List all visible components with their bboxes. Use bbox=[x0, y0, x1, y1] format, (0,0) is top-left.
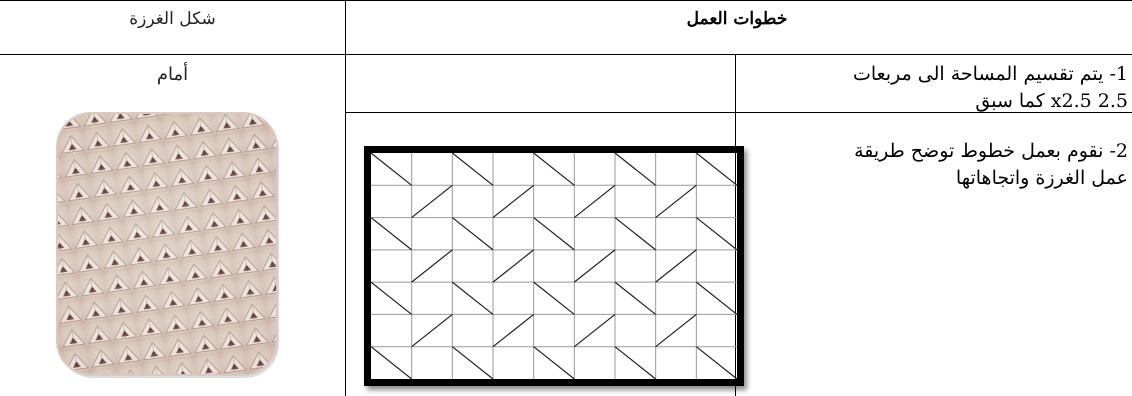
stitch-diagonal bbox=[615, 218, 656, 250]
stitch-diagonal bbox=[696, 153, 737, 185]
grid-frame bbox=[368, 150, 741, 383]
header-bottom-rule bbox=[0, 54, 1132, 55]
stitch-diagonal bbox=[534, 218, 575, 250]
stitch-diagonal bbox=[696, 218, 737, 250]
stitch-diagonal bbox=[615, 282, 656, 314]
column-divider-main bbox=[345, 0, 346, 396]
stitch-diagonal bbox=[656, 314, 697, 346]
stitch-diagonal bbox=[696, 347, 737, 379]
stitch-diagonal bbox=[452, 347, 493, 379]
fabric-stitch-image bbox=[54, 110, 280, 378]
stitch-diagonal bbox=[493, 250, 534, 282]
stitch-diagonal bbox=[493, 314, 534, 346]
step-2-text: 2- نقوم بعمل خطوط توضح طريقة عمل الغرزة … bbox=[740, 138, 1128, 192]
step-1-line-1: 1- يتم تقسيم المساحة الى مربعات bbox=[740, 61, 1128, 88]
stitch-diagonal bbox=[534, 347, 575, 379]
stitch-diagonal bbox=[371, 153, 412, 185]
stitch-diagonal bbox=[574, 250, 615, 282]
stitch-diagonal bbox=[452, 282, 493, 314]
stitch-diagonal bbox=[656, 250, 697, 282]
stitch-diagonal bbox=[493, 185, 534, 217]
header-steps-title: خطوات العمل bbox=[346, 4, 1128, 34]
step-1-text: 1- يتم تقسيم المساحة الى مربعات 2.5 x2.5… bbox=[740, 61, 1128, 115]
stitch-diagonal bbox=[371, 347, 412, 379]
stitch-diagonal bbox=[452, 218, 493, 250]
stitch-diagonal bbox=[534, 282, 575, 314]
step-2-line-2: عمل الغرزة واتجاهاتها bbox=[740, 165, 1128, 192]
stitch-diagonal bbox=[656, 185, 697, 217]
stitch-diagonal bbox=[412, 185, 453, 217]
stitch-diagonal bbox=[615, 153, 656, 185]
step-2-line-1: 2- نقوم بعمل خطوط توضح طريقة bbox=[740, 138, 1128, 165]
stitch-grid-svg bbox=[364, 146, 744, 386]
stitch-diagonal bbox=[534, 153, 575, 185]
stitch-diagonal bbox=[412, 314, 453, 346]
stitch-diagonal bbox=[574, 185, 615, 217]
fabric-stitch-svg bbox=[54, 110, 280, 378]
table-top-border bbox=[0, 0, 1132, 1]
stitch-diagonal bbox=[412, 250, 453, 282]
stitch-diagonal bbox=[371, 282, 412, 314]
step-1-line-2: 2.5 x2.5 كما سبق bbox=[740, 88, 1128, 115]
stitch-diagonal bbox=[696, 282, 737, 314]
front-label: أمام bbox=[0, 64, 345, 85]
grid-lines bbox=[371, 153, 737, 379]
stitch-grid-diagram bbox=[364, 146, 744, 386]
stitch-diagonal bbox=[615, 347, 656, 379]
stitch-diagonal bbox=[574, 314, 615, 346]
stitch-diagonal bbox=[371, 218, 412, 250]
stitch-diagonal bbox=[452, 153, 493, 185]
diagonal-stitches bbox=[371, 153, 737, 379]
header-stitch-shape-title: شكل الغرزة bbox=[0, 4, 345, 34]
